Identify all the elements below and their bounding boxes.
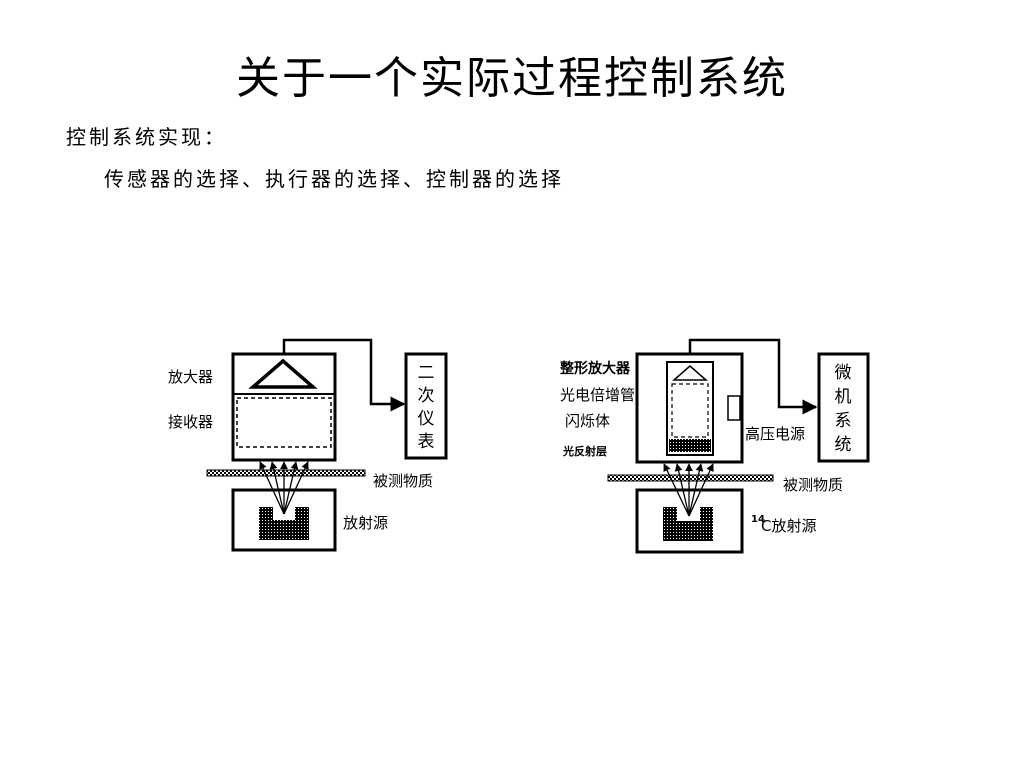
receiver-dashed-box	[236, 397, 332, 448]
computer-char-1: 微	[835, 363, 852, 383]
amplifier-label: 放大器	[168, 368, 213, 386]
left-radiation-source-label: 放射源	[343, 514, 388, 532]
reflective-layer-label: 光反射层	[562, 444, 607, 458]
photomultiplier-label: 光电倍增管	[560, 386, 635, 404]
computer-char-2: 机	[835, 387, 852, 407]
amplifier-triangle	[248, 358, 318, 389]
photomultiplier-tube	[666, 361, 714, 456]
receiver-label: 接收器	[168, 413, 213, 431]
instrument-char-3: 仪	[418, 409, 435, 429]
scintillator-label: 闪烁体	[565, 412, 610, 430]
right-source-container	[663, 507, 713, 541]
right-material-band	[607, 474, 774, 482]
left-source-container	[259, 507, 309, 540]
high-voltage-label: 高压电源	[745, 425, 805, 443]
body-text: 传感器的选择、执行器的选择、控制器的选择	[104, 167, 564, 191]
high-voltage-box	[727, 395, 741, 421]
scintillator-dashed-box	[671, 383, 709, 438]
slide-title: 关于一个实际过程控制系统	[236, 53, 788, 104]
instrument-char-4: 表	[418, 432, 435, 452]
computer-char-4: 统	[835, 435, 852, 455]
computer-system-box	[817, 352, 870, 463]
left-signal-line	[282, 338, 406, 412]
left-diagram: 二 次 仪 表 放大器 接收器 被测物质 放射源	[168, 338, 448, 552]
left-detector-box	[231, 352, 337, 462]
right-diagram: 微 机 系 统 整形放大器 光电倍增管 闪烁体 光反射层 高压电源 被测物质 1…	[559, 338, 870, 554]
left-radiation-rays	[259, 461, 309, 515]
right-signal-line	[688, 338, 818, 415]
instrument-char-2: 次	[418, 386, 435, 406]
right-measured-material-label: 被测物质	[783, 476, 843, 494]
left-measured-material-label: 被测物质	[373, 472, 433, 490]
instrument-char-1: 二	[418, 363, 435, 383]
computer-char-3: 系	[835, 411, 852, 431]
reflective-layer-fill	[669, 439, 711, 452]
isotope-mass-label: 14	[751, 514, 765, 525]
carbon-source-label: C放射源	[761, 517, 816, 535]
left-material-band	[206, 469, 366, 477]
right-radiation-rays	[663, 463, 714, 517]
subtitle-text: 控制系统实现：	[66, 125, 227, 149]
secondary-instrument-box	[404, 352, 448, 460]
shaping-amplifier-triangle	[672, 365, 708, 381]
shaping-amplifier-label: 整形放大器	[559, 360, 631, 377]
